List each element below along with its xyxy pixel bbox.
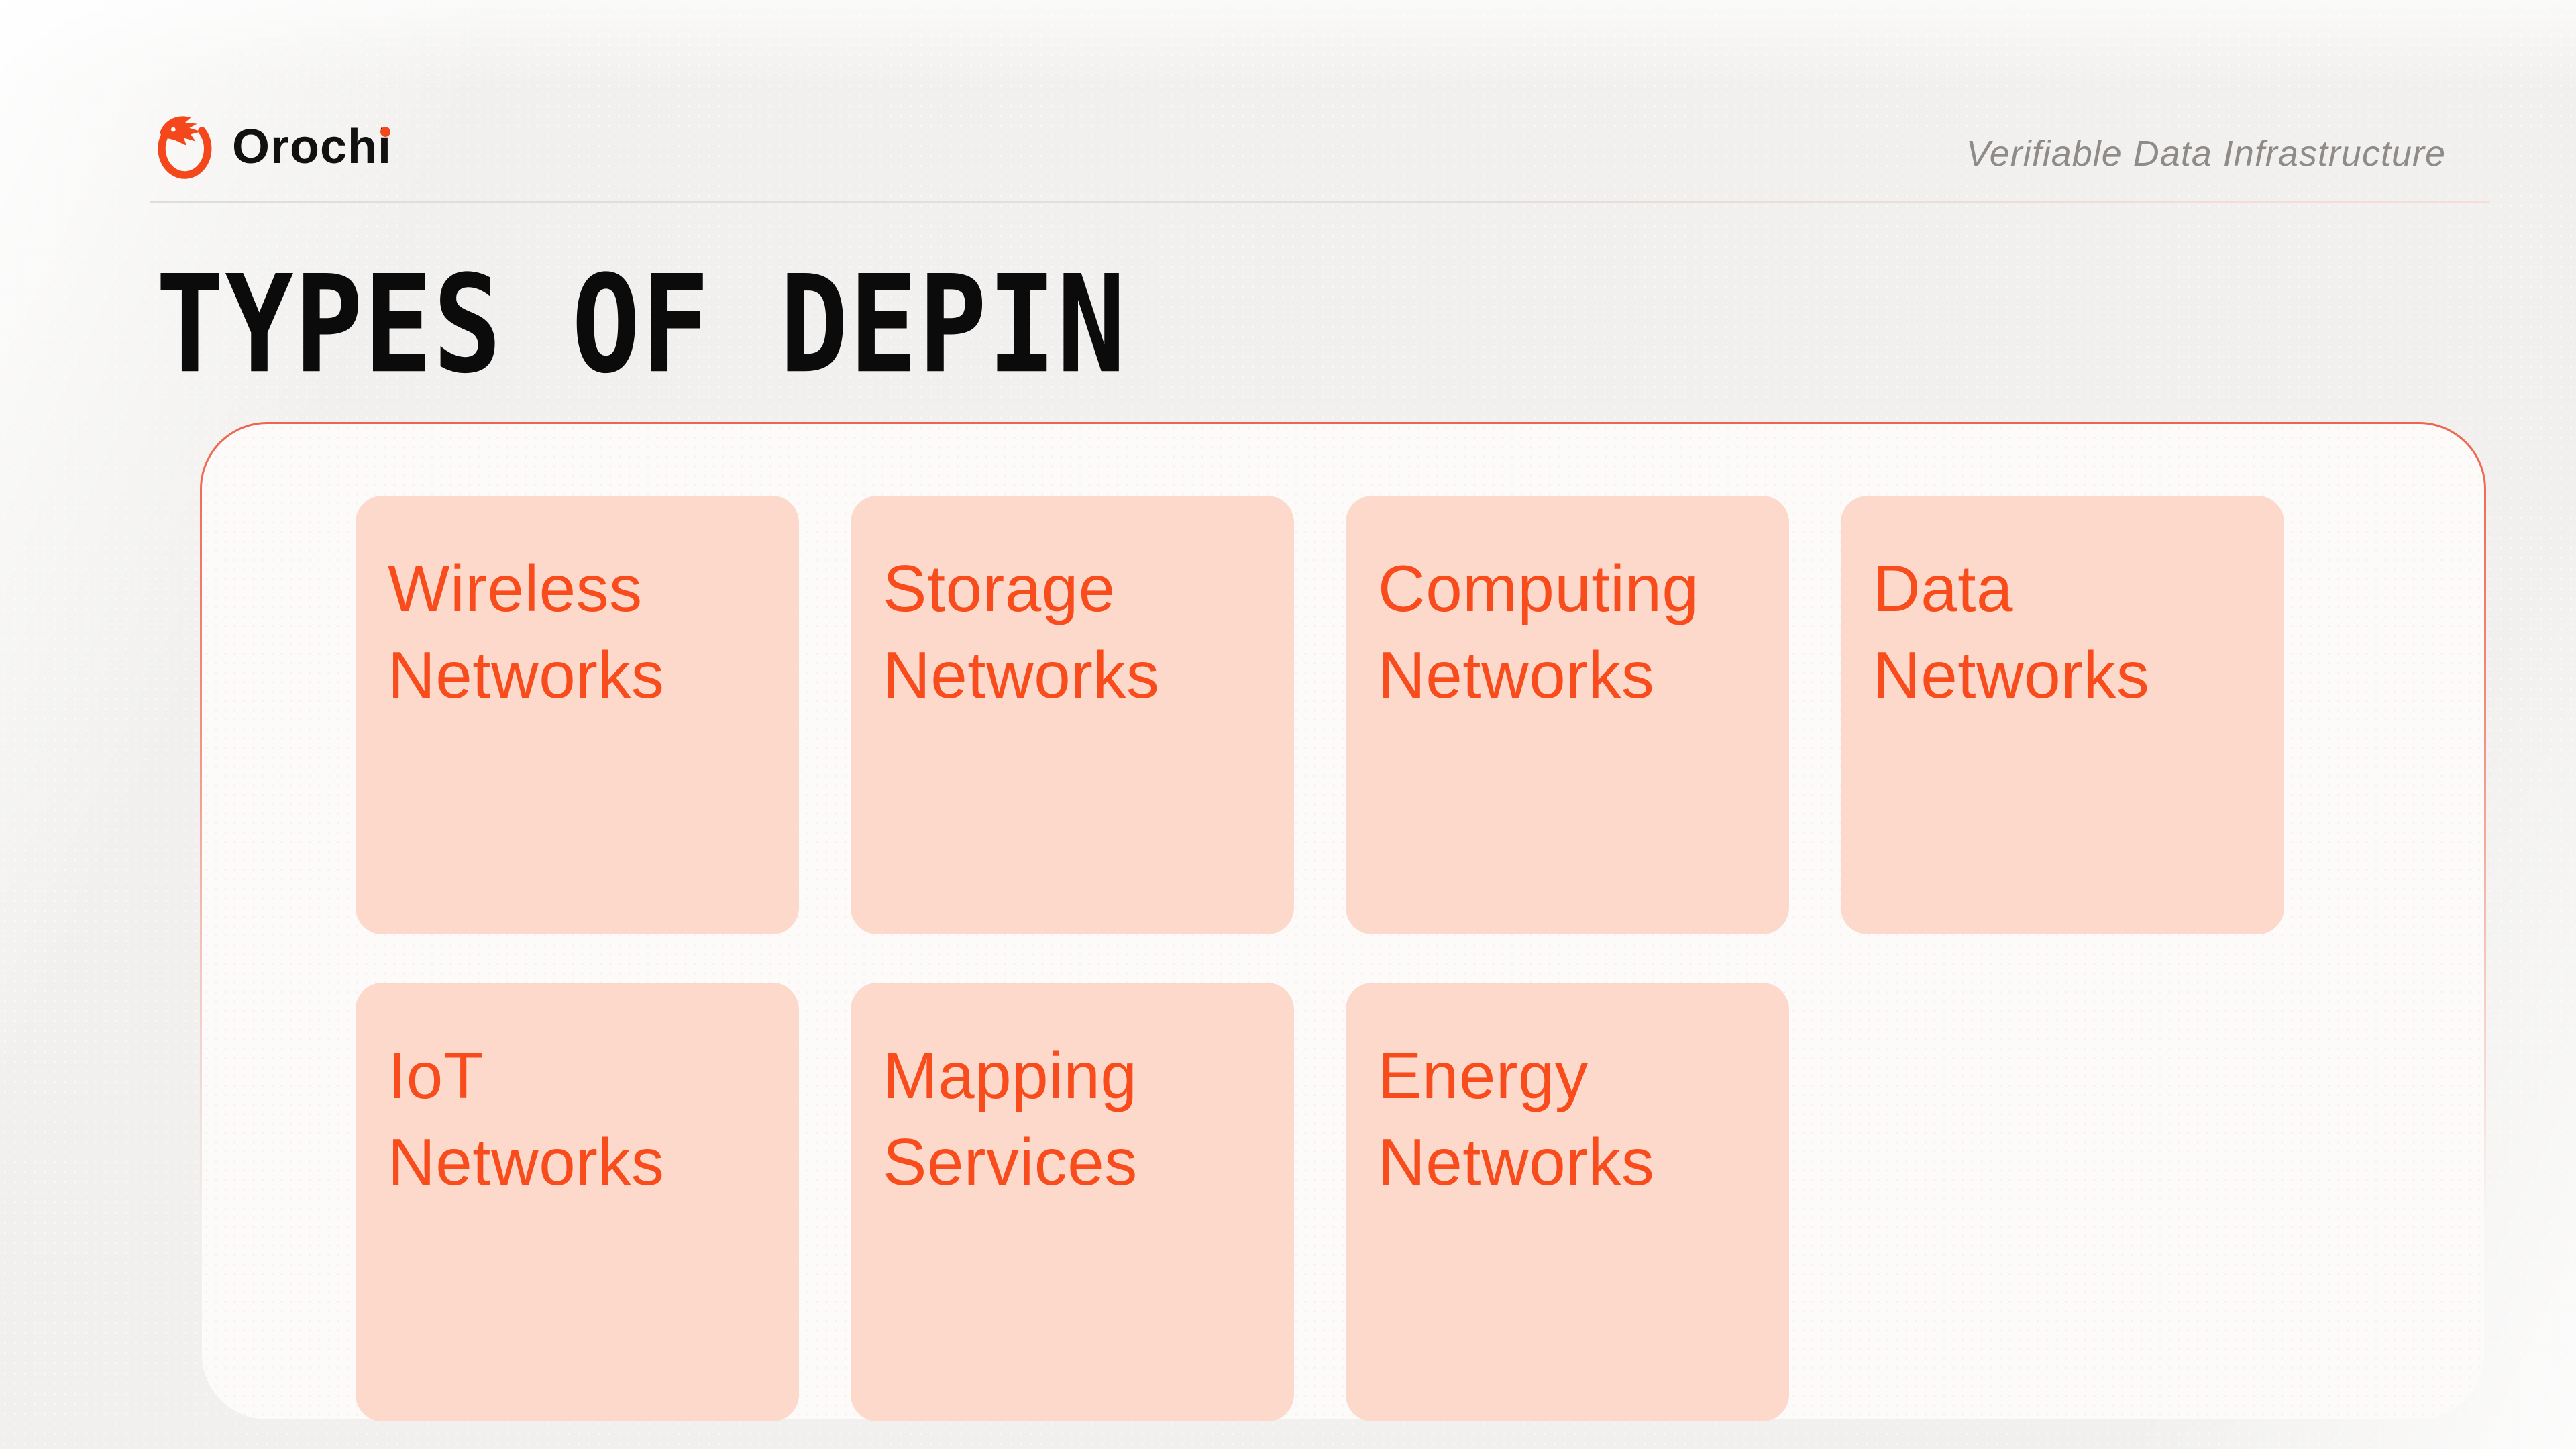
- header-tagline: Verifiable Data Infrastructure: [1966, 133, 2446, 174]
- card-iot-networks: IoT Networks: [356, 983, 799, 1421]
- slide-header: Orochi Verifiable Data Infrastructure: [150, 107, 2446, 201]
- card-wireless-networks: Wireless Networks: [356, 496, 799, 934]
- depin-panel: Wireless Networks Storage Networks Compu…: [202, 424, 2484, 1421]
- card-energy-networks: Energy Networks: [1346, 983, 1789, 1421]
- card-data-networks: Data Networks: [1841, 496, 2284, 934]
- card-label: Energy Networks: [1378, 1038, 1655, 1199]
- page-title: TYPES OF DEPIN: [156, 247, 1126, 404]
- card-label: Wireless Networks: [388, 551, 665, 712]
- header-divider: [150, 201, 2490, 203]
- card-label: Mapping Services: [883, 1038, 1138, 1199]
- card-storage-networks: Storage Networks: [851, 496, 1294, 934]
- card-computing-networks: Computing Networks: [1346, 496, 1789, 934]
- dragon-eye: [170, 127, 176, 132]
- brand-lockup: Orochi: [150, 107, 392, 186]
- depin-panel-border: Wireless Networks Storage Networks Compu…: [200, 422, 2486, 1421]
- depin-card-grid: Wireless Networks Storage Networks Compu…: [356, 496, 2284, 1421]
- orochi-dragon-logo-icon: [158, 116, 212, 179]
- brand-wordmark: Orochi: [232, 120, 392, 174]
- card-label: Data Networks: [1873, 551, 2150, 712]
- card-mapping-services: Mapping Services: [851, 983, 1294, 1421]
- card-label: Storage Networks: [883, 551, 1160, 712]
- card-label: Computing Networks: [1378, 551, 1699, 712]
- card-label: IoT Networks: [388, 1038, 665, 1199]
